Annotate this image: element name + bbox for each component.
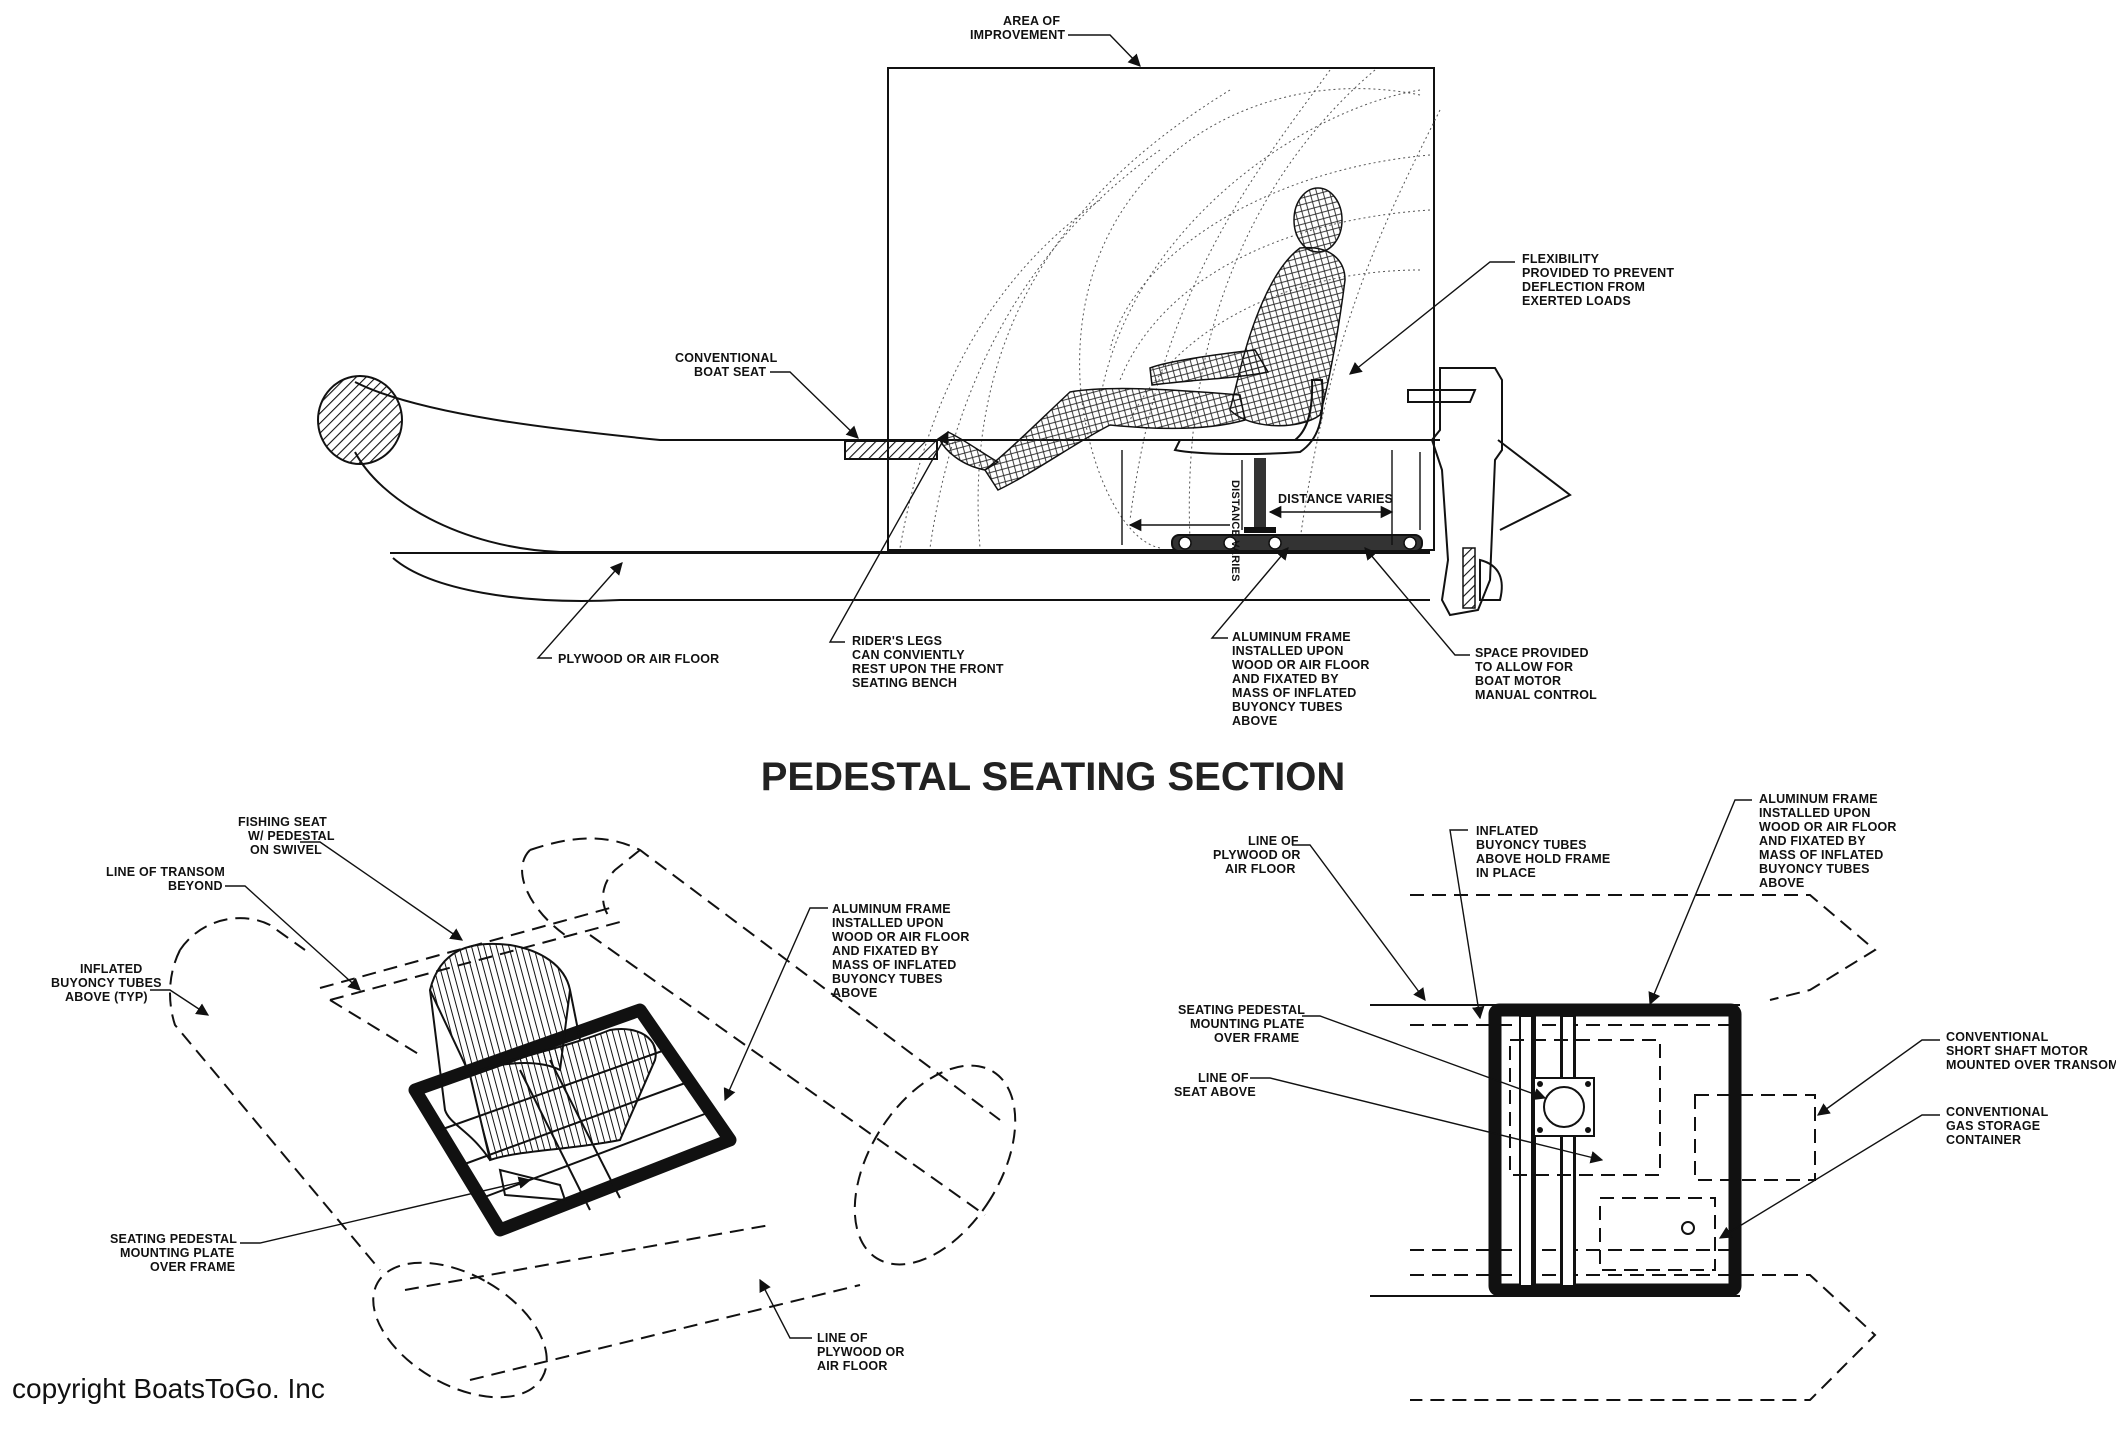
iso-line-of-plywood-label: LINE OF PLYWOOD OR AIR FLOOR [817,1331,908,1373]
iso-fishing-seat [428,942,657,1202]
distance-dimensions: DISTANCE VARIES DISTANCE VARIES [1121,450,1421,582]
line-of-transom-label: LINE OF TRANSOM BEYOND [106,865,229,893]
plan-line-of-plywood-label: LINE OF PLYWOOD OR AIR FLOOR [1213,834,1304,876]
area-of-improvement-box [887,67,1435,551]
plywood-air-floor-label: PLYWOOD OR AIR FLOOR [558,652,719,666]
iso-callouts: FISHING SEAT W/ PEDESTAL ON SWIVEL LINE … [51,815,973,1373]
plan-seat-pedestal [1509,1039,1661,1176]
space-provided-label: SPACE PROVIDED TO ALLOW FOR BOAT MOTOR M… [1475,646,1597,702]
pedestal-seat [1171,379,1423,552]
plan-aluminum-frame-label: ALUMINUM FRAME INSTALLED UPON WOOD OR AI… [1759,792,1900,890]
plan-gas-container [1599,1197,1716,1271]
swivel-range-arcs [899,69,1441,549]
plan-callouts: LINE OF PLYWOOD OR AIR FLOOR INFLATED BU… [1174,792,2116,1239]
iso-buoyancy-tubes [169,837,1017,1399]
distance-varies-vertical-label: DISTANCE VARIES [1229,480,1241,582]
section-view: DISTANCE VARIES DISTANCE VARIES AREA OF … [317,14,1678,728]
plan-line-of-seat-label: LINE OF SEAT ABOVE [1174,1071,1256,1099]
plan-view: LINE OF PLYWOOD OR AIR FLOOR INFLATED BU… [1174,792,2116,1401]
conventional-boat-seat [844,440,938,460]
plan-buoyancy-tubes [1370,894,1877,1401]
drawing-title: PEDESTAL SEATING SECTION [761,755,1346,799]
distance-varies-horizontal-label: DISTANCE VARIES [1278,492,1393,506]
boat-hull [317,375,1440,602]
outboard-motor [1407,367,1572,617]
section-aluminum-frame-label: ALUMINUM FRAME INSTALLED UPON WOOD OR AI… [1232,630,1373,728]
plan-aluminum-frame [1488,1003,1742,1297]
plan-motor [1694,1094,1816,1181]
short-shaft-motor-label: CONVENTIONAL SHORT SHAFT MOTOR MOUNTED O… [1946,1030,2116,1072]
iso-aluminum-frame-label: ALUMINUM FRAME INSTALLED UPON WOOD OR AI… [832,902,973,1000]
flexibility-label: FLEXIBILITY PROVIDED TO PREVENT DEFLECTI… [1522,252,1678,308]
aluminum-frame-section [1171,534,1423,552]
iso-seating-pedestal-label: SEATING PEDESTAL MOUNTING PLATE OVER FRA… [110,1232,241,1274]
isometric-view: FISHING SEAT W/ PEDESTAL ON SWIVEL LINE … [51,815,1017,1399]
plan-inflated-tubes-label: INFLATED BUYONCY TUBES ABOVE HOLD FRAME … [1476,824,1614,880]
area-of-improvement-label: AREA OF IMPROVEMENT [970,14,1065,42]
section-callouts: AREA OF IMPROVEMENT CONVENTIONAL BOAT SE… [536,14,1678,728]
iso-inflated-tubes-label: INFLATED BUYONCY TUBES ABOVE (TYP) [51,962,165,1004]
bow-tube-section [317,375,403,465]
rider-figure [939,187,1346,491]
fishing-seat-label: FISHING SEAT W/ PEDESTAL ON SWIVEL [238,815,338,857]
conventional-boat-seat-label: CONVENTIONAL BOAT SEAT [675,351,781,379]
plan-seating-pedestal-label: SEATING PEDESTAL MOUNTING PLATE OVER FRA… [1178,1003,1309,1045]
gas-container-label: CONVENTIONAL GAS STORAGE CONTAINER [1946,1105,2052,1147]
riders-legs-label: RIDER'S LEGS CAN CONVIENTLY REST UPON TH… [852,634,1007,690]
copyright-notice: copyright BoatsToGo. Inc [12,1373,325,1404]
